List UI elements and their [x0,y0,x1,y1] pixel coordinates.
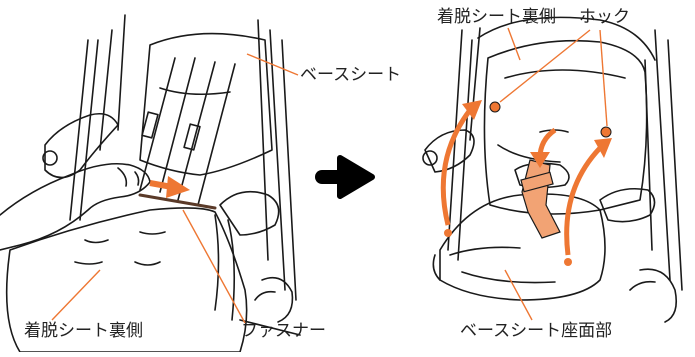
attach-arrow-right-head [594,138,612,158]
leader-hook-left [499,29,591,103]
left-annotations [51,53,299,324]
label-removable-back-left: 着脱シート裏側 [24,321,143,341]
leader-base-seat-surface [504,269,533,321]
pull-arrow-head [166,176,190,198]
label-removable-back-right: 着脱シート裏側 [437,7,556,27]
label-hook: ホック [579,7,630,27]
hook-left [489,101,501,113]
seat-hook-left [444,229,452,237]
seat-hook-right [564,258,572,266]
right-arrow-icon [315,155,375,199]
label-fastener: ファスナー [241,321,326,341]
attach-arrow-left-head [462,100,482,120]
label-base-seat: ベースシート [300,65,402,85]
hook-right [600,126,612,138]
right-annotations [440,27,612,321]
belt-buckle [520,171,554,193]
leader-removable-back-right [507,27,521,61]
right-stroller-illustration [422,16,683,323]
crotch-belt [521,159,561,239]
left-stroller-illustration [0,14,301,353]
attach-arrow-left [440,108,472,226]
leader-removable-back-left [51,269,101,321]
label-base-seat-surface: ベースシート座面部 [460,321,613,341]
leader-fastener [182,209,246,324]
leader-hook-right [599,29,608,127]
belt-pass-arrow-head [530,152,550,168]
attach-arrow-right [564,146,602,256]
leader-base-seat [246,53,299,76]
